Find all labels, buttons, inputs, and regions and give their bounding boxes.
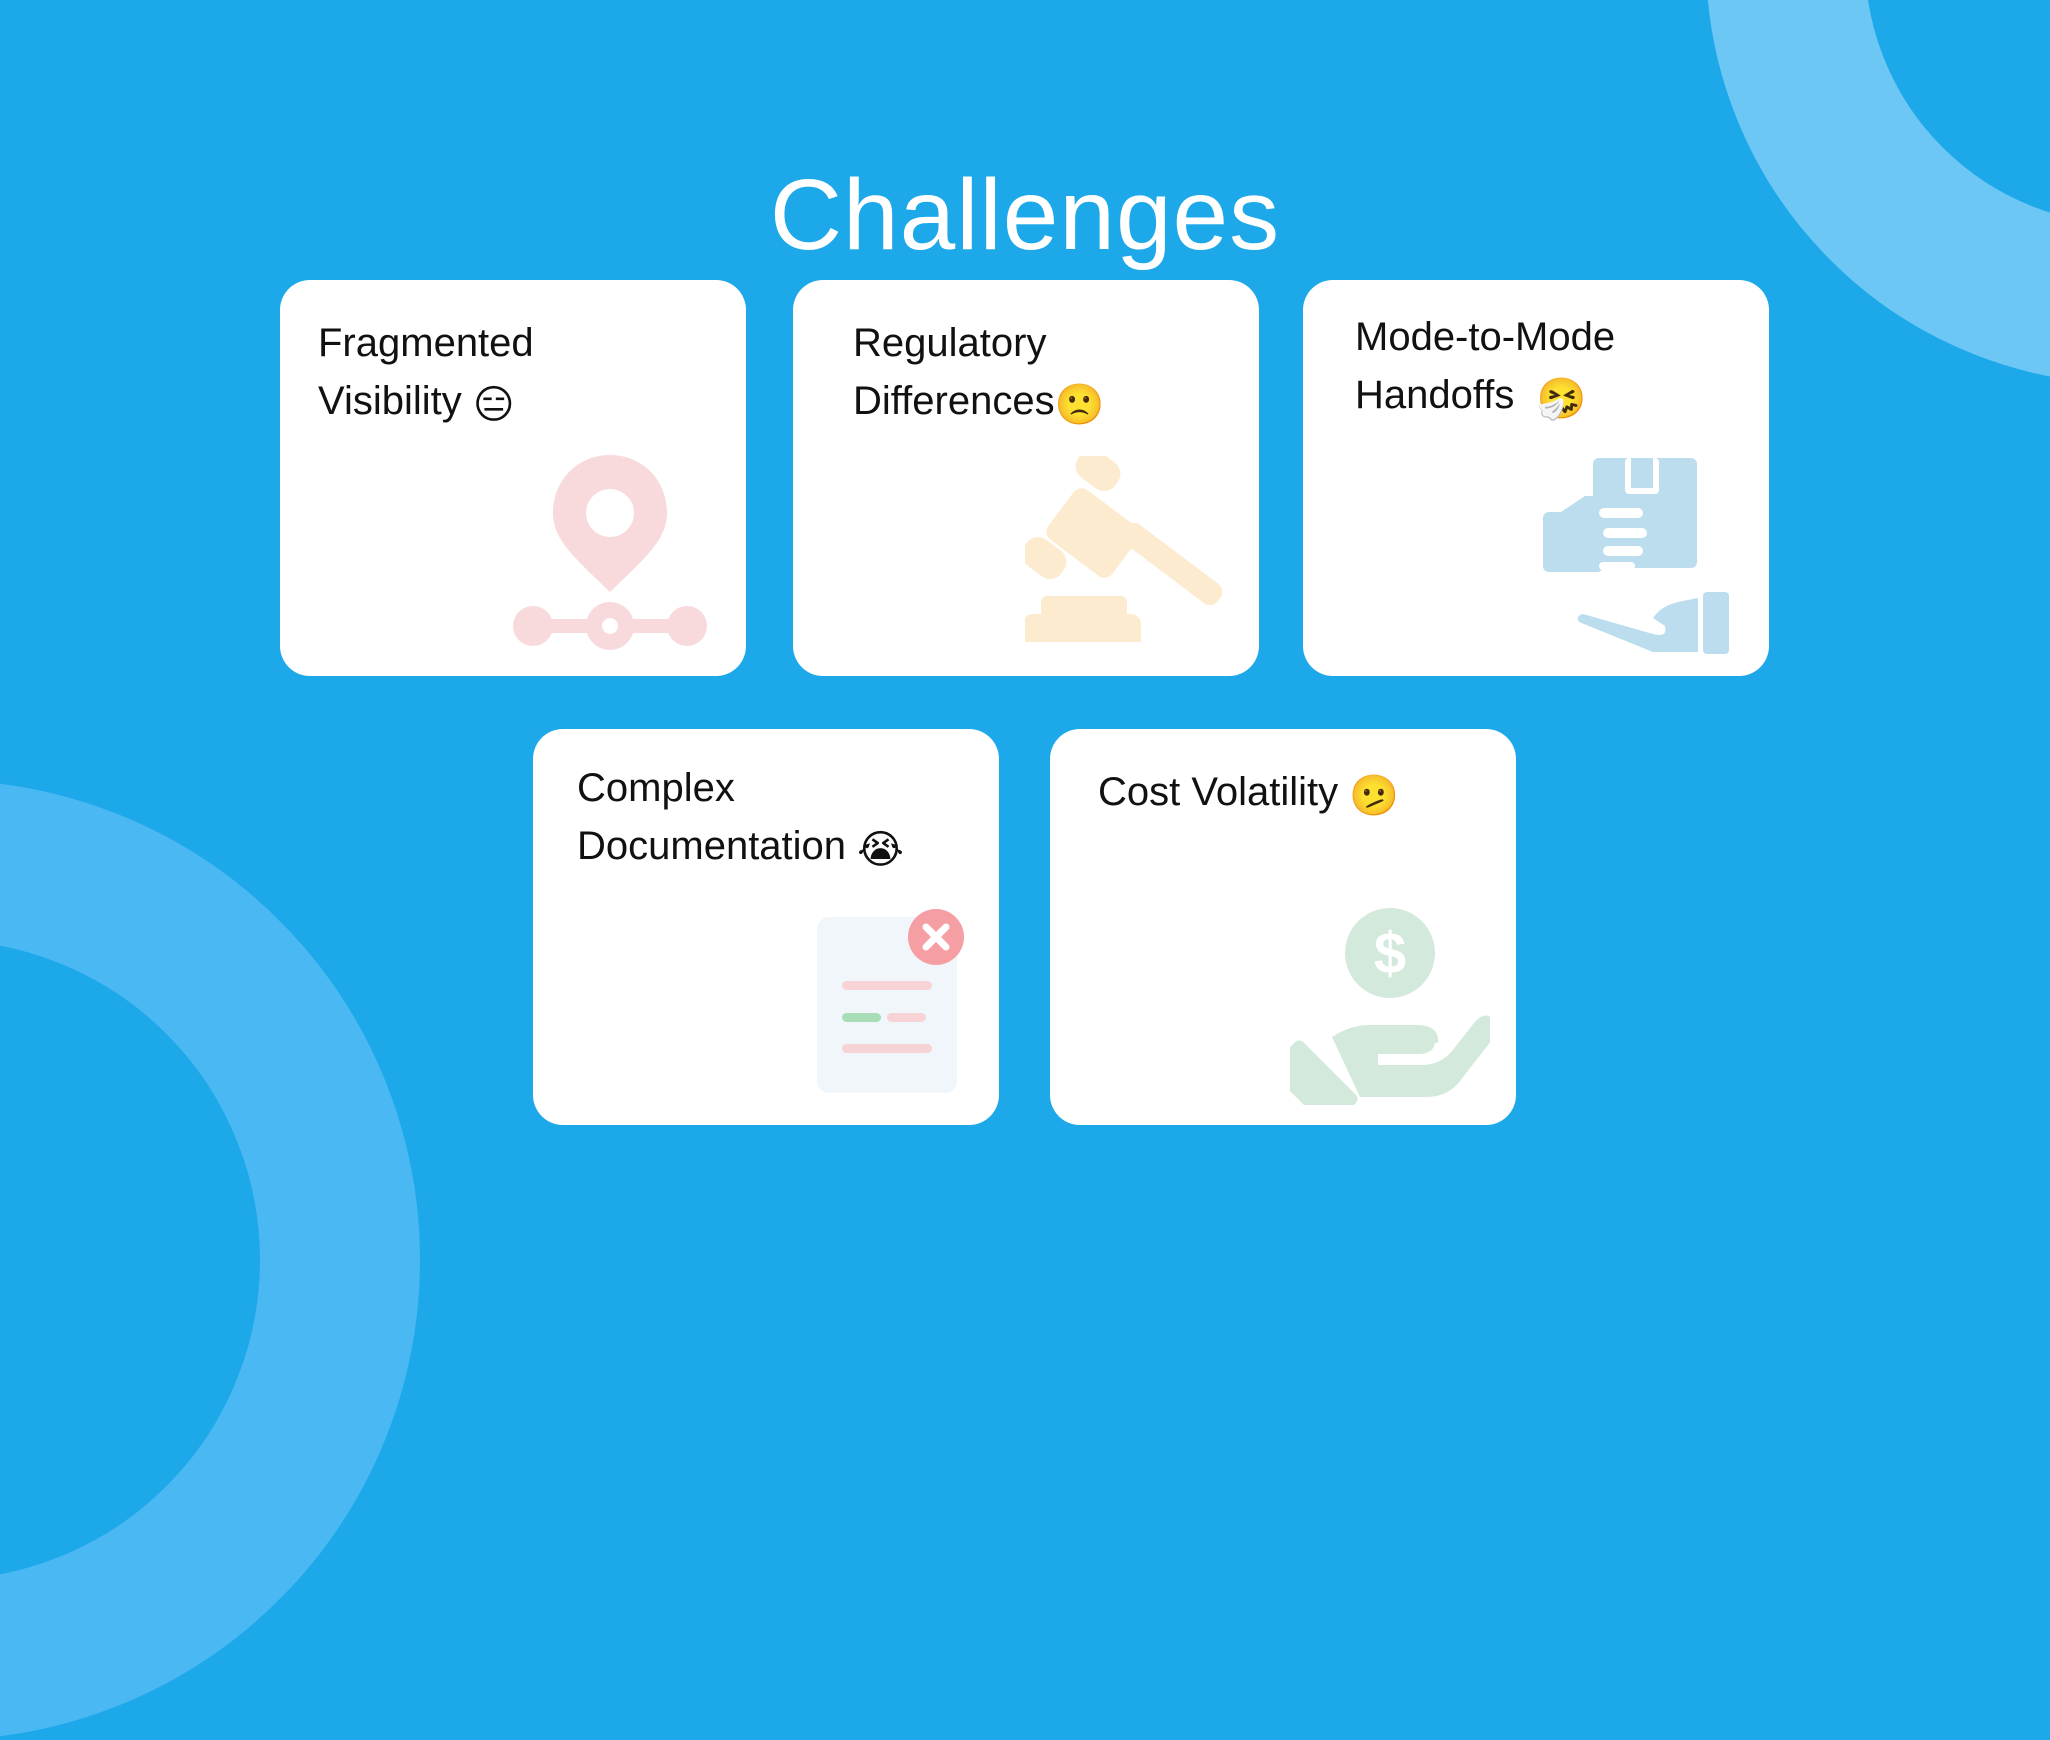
card-title-line1: Fragmented (318, 321, 534, 365)
card-title: Fragmented Visibility 😑 (318, 314, 534, 430)
package-handoff-icon (1543, 458, 1729, 654)
face-with-diagonal-mouth-icon: 🫤 (1349, 773, 1400, 819)
location-pin-route-icon (513, 455, 707, 650)
document-error-icon (817, 909, 964, 1093)
card-title: Cost Volatility 🫤 (1098, 763, 1399, 821)
card-title-line1: Complex (577, 766, 735, 810)
challenge-card-mode-to-mode-handoffs: Mode-to-Mode Handoffs 🤧 (1303, 280, 1769, 676)
card-title-line1: Regulatory (853, 321, 1047, 365)
card-title: Mode-to-Mode Handoffs 🤧 (1355, 308, 1615, 424)
page-title: Challenges (769, 159, 1281, 271)
card-title: Complex Documentation 😭 (577, 759, 904, 875)
card-title: Regulatory Differences🙁 (853, 314, 1104, 430)
decorative-arc-bottom-left (0, 780, 420, 1740)
dollar-sign-icon: $ (1374, 921, 1406, 986)
card-title-line2: Documentation (577, 824, 847, 868)
frowning-face-icon: 🙁 (1054, 382, 1105, 428)
card-title-line2: Handoffs (1355, 373, 1515, 417)
loudly-crying-face-icon: 😭 (857, 827, 904, 873)
challenge-card-fragmented-visibility: Fragmented Visibility 😑 (280, 280, 746, 676)
challenge-card-regulatory-differences: Regulatory Differences🙁 (793, 280, 1259, 676)
card-title-line1: Cost Volatility (1098, 770, 1339, 814)
expressionless-face-icon: 😑 (472, 382, 515, 428)
gavel-icon (1025, 456, 1223, 642)
card-title-line2: Differences (853, 379, 1055, 423)
card-title-line2: Visibility (318, 379, 462, 423)
card-title-line1: Mode-to-Mode (1355, 315, 1616, 359)
challenge-card-cost-volatility: Cost Volatility 🫤 $ (1050, 729, 1516, 1125)
challenge-card-complex-documentation: Complex Documentation 😭 (533, 729, 999, 1125)
hand-holding-dollar-icon: $ (1290, 908, 1490, 1105)
sneezing-face-icon: 🤧 (1536, 376, 1587, 422)
